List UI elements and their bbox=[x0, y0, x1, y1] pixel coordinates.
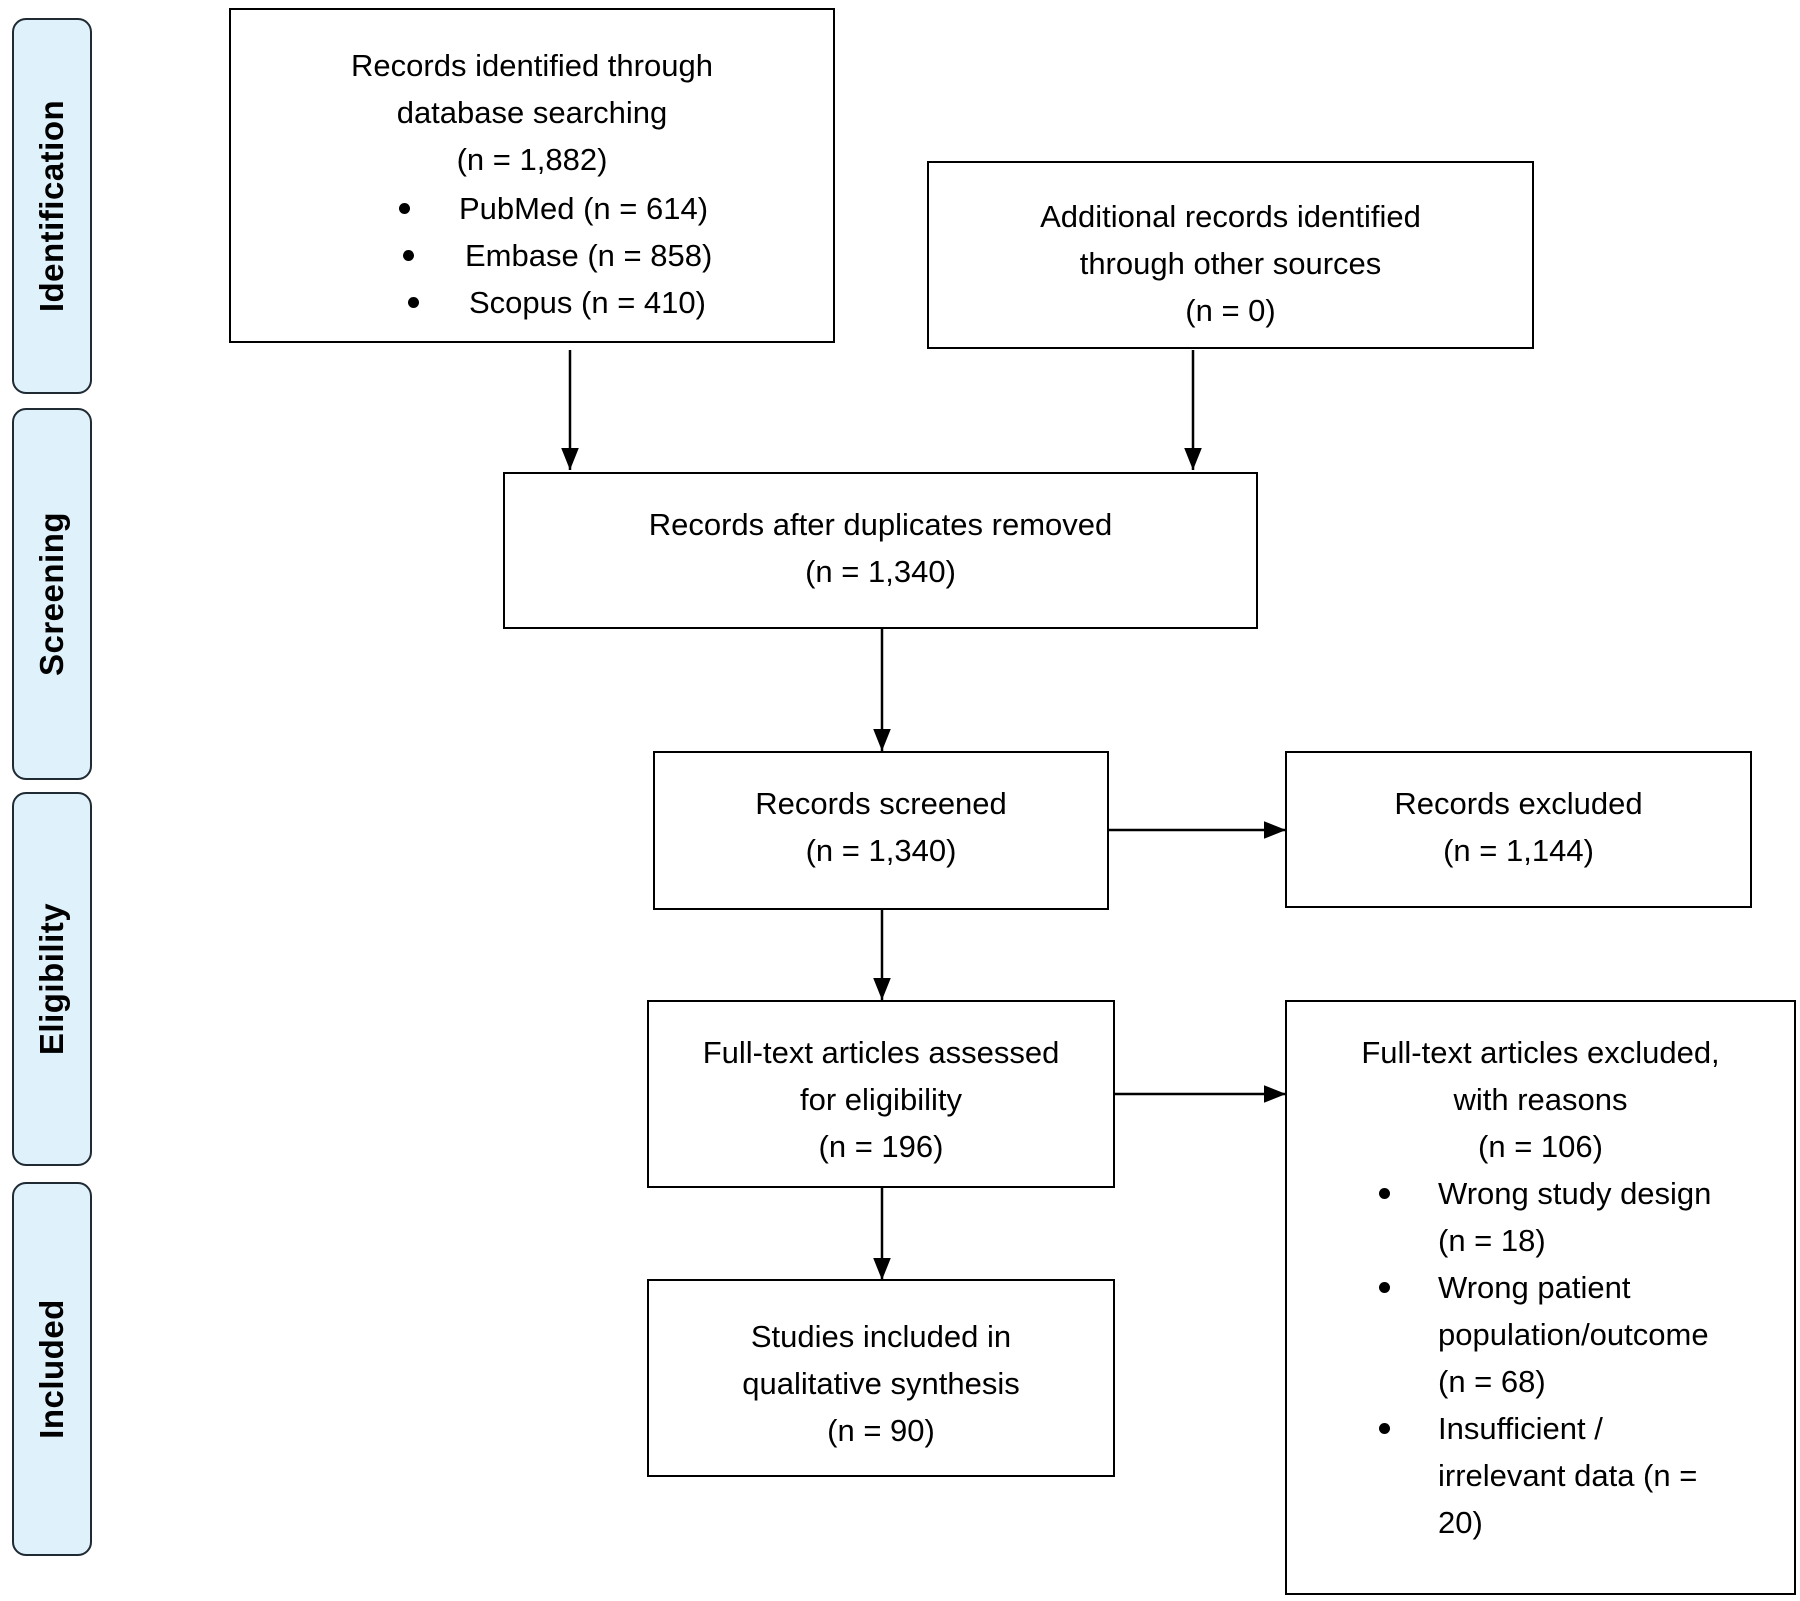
reason-line: Wrong patient bbox=[1438, 1270, 1631, 1305]
records-excluded-count: (n = 1,144) bbox=[1443, 833, 1594, 868]
bullet-icon bbox=[399, 203, 410, 214]
reason-line: 20) bbox=[1438, 1505, 1483, 1540]
source-scopus: Scopus (n = 410) bbox=[469, 285, 706, 320]
list-item: Wrong patient population/outcome (n = 68… bbox=[1287, 1264, 1794, 1405]
box-records-screened: Records screened (n = 1,340) bbox=[653, 751, 1109, 910]
other-sources-count: (n = 0) bbox=[1185, 293, 1276, 328]
records-screened-count: (n = 1,340) bbox=[805, 833, 957, 868]
box-database-search: Records identified through database sear… bbox=[229, 8, 835, 343]
fulltext-assessed-title-line1: Full-text articles assessed bbox=[702, 1035, 1060, 1070]
box-duplicates-removed: Records after duplicates removed (n = 1,… bbox=[503, 472, 1258, 629]
fulltext-excluded-count: (n = 106) bbox=[1478, 1129, 1603, 1164]
fulltext-assessed-count: (n = 196) bbox=[818, 1129, 944, 1164]
studies-included-count: (n = 90) bbox=[827, 1413, 935, 1448]
stage-screening: Screening bbox=[12, 408, 92, 780]
other-sources-title-line2: through other sources bbox=[1079, 246, 1382, 281]
source-embase: Embase (n = 858) bbox=[465, 238, 713, 273]
studies-included-title-line1: Studies included in bbox=[750, 1319, 1012, 1354]
reason-line: (n = 68) bbox=[1438, 1364, 1546, 1399]
reason-line: Wrong study design bbox=[1438, 1176, 1712, 1211]
reason-line: irrelevant data (n = bbox=[1438, 1458, 1698, 1493]
fulltext-excluded-title-line2: with reasons bbox=[1453, 1082, 1628, 1117]
box-records-excluded: Records excluded (n = 1,144) bbox=[1285, 751, 1752, 908]
reason-line: (n = 18) bbox=[1438, 1223, 1546, 1258]
stage-eligibility: Eligibility bbox=[12, 792, 92, 1166]
other-sources-title-line1: Additional records identified bbox=[1040, 199, 1421, 234]
duplicates-removed-title: Records after duplicates removed bbox=[648, 507, 1113, 542]
stage-included: Included bbox=[12, 1182, 92, 1556]
reason-line: population/outcome bbox=[1438, 1317, 1709, 1352]
records-excluded-title: Records excluded bbox=[1394, 786, 1643, 821]
bullet-icon bbox=[1379, 1188, 1390, 1199]
box-fulltext-excluded: Full-text articles excluded, with reason… bbox=[1285, 1000, 1796, 1595]
list-item: Insufficient / irrelevant data (n = 20) bbox=[1287, 1405, 1794, 1546]
bullet-icon bbox=[1379, 1423, 1390, 1434]
list-item: Embase (n = 858) bbox=[231, 232, 833, 279]
box-other-sources: Additional records identified through ot… bbox=[927, 161, 1534, 349]
bullet-icon bbox=[408, 297, 419, 308]
bullet-icon bbox=[1379, 1282, 1390, 1293]
list-item: PubMed (n = 614) bbox=[231, 185, 833, 232]
bullet-icon bbox=[403, 250, 414, 261]
fulltext-assessed-title-line2: for eligibility bbox=[800, 1082, 962, 1117]
stage-identification: Identification bbox=[12, 18, 92, 394]
source-pubmed: PubMed (n = 614) bbox=[459, 191, 709, 226]
database-source-list: PubMed (n = 614) Embase (n = 858) Scopus… bbox=[231, 185, 833, 326]
exclusion-reasons-list: Wrong study design (n = 18) Wrong patien… bbox=[1287, 1170, 1794, 1546]
studies-included-title-line2: qualitative synthesis bbox=[742, 1366, 1020, 1401]
database-search-count: (n = 1,882) bbox=[456, 142, 608, 177]
database-search-title-line1: Records identified through bbox=[351, 48, 713, 83]
box-studies-included: Studies included in qualitative synthesi… bbox=[647, 1279, 1115, 1477]
database-search-title-line2: database searching bbox=[396, 95, 668, 130]
box-fulltext-assessed: Full-text articles assessed for eligibil… bbox=[647, 1000, 1115, 1188]
list-item: Scopus (n = 410) bbox=[231, 279, 833, 326]
records-screened-title: Records screened bbox=[755, 786, 1007, 821]
list-item: Wrong study design (n = 18) bbox=[1287, 1170, 1794, 1264]
duplicates-removed-count: (n = 1,340) bbox=[805, 554, 956, 589]
fulltext-excluded-title-line1: Full-text articles excluded, bbox=[1361, 1035, 1720, 1070]
reason-line: Insufficient / bbox=[1438, 1411, 1603, 1446]
